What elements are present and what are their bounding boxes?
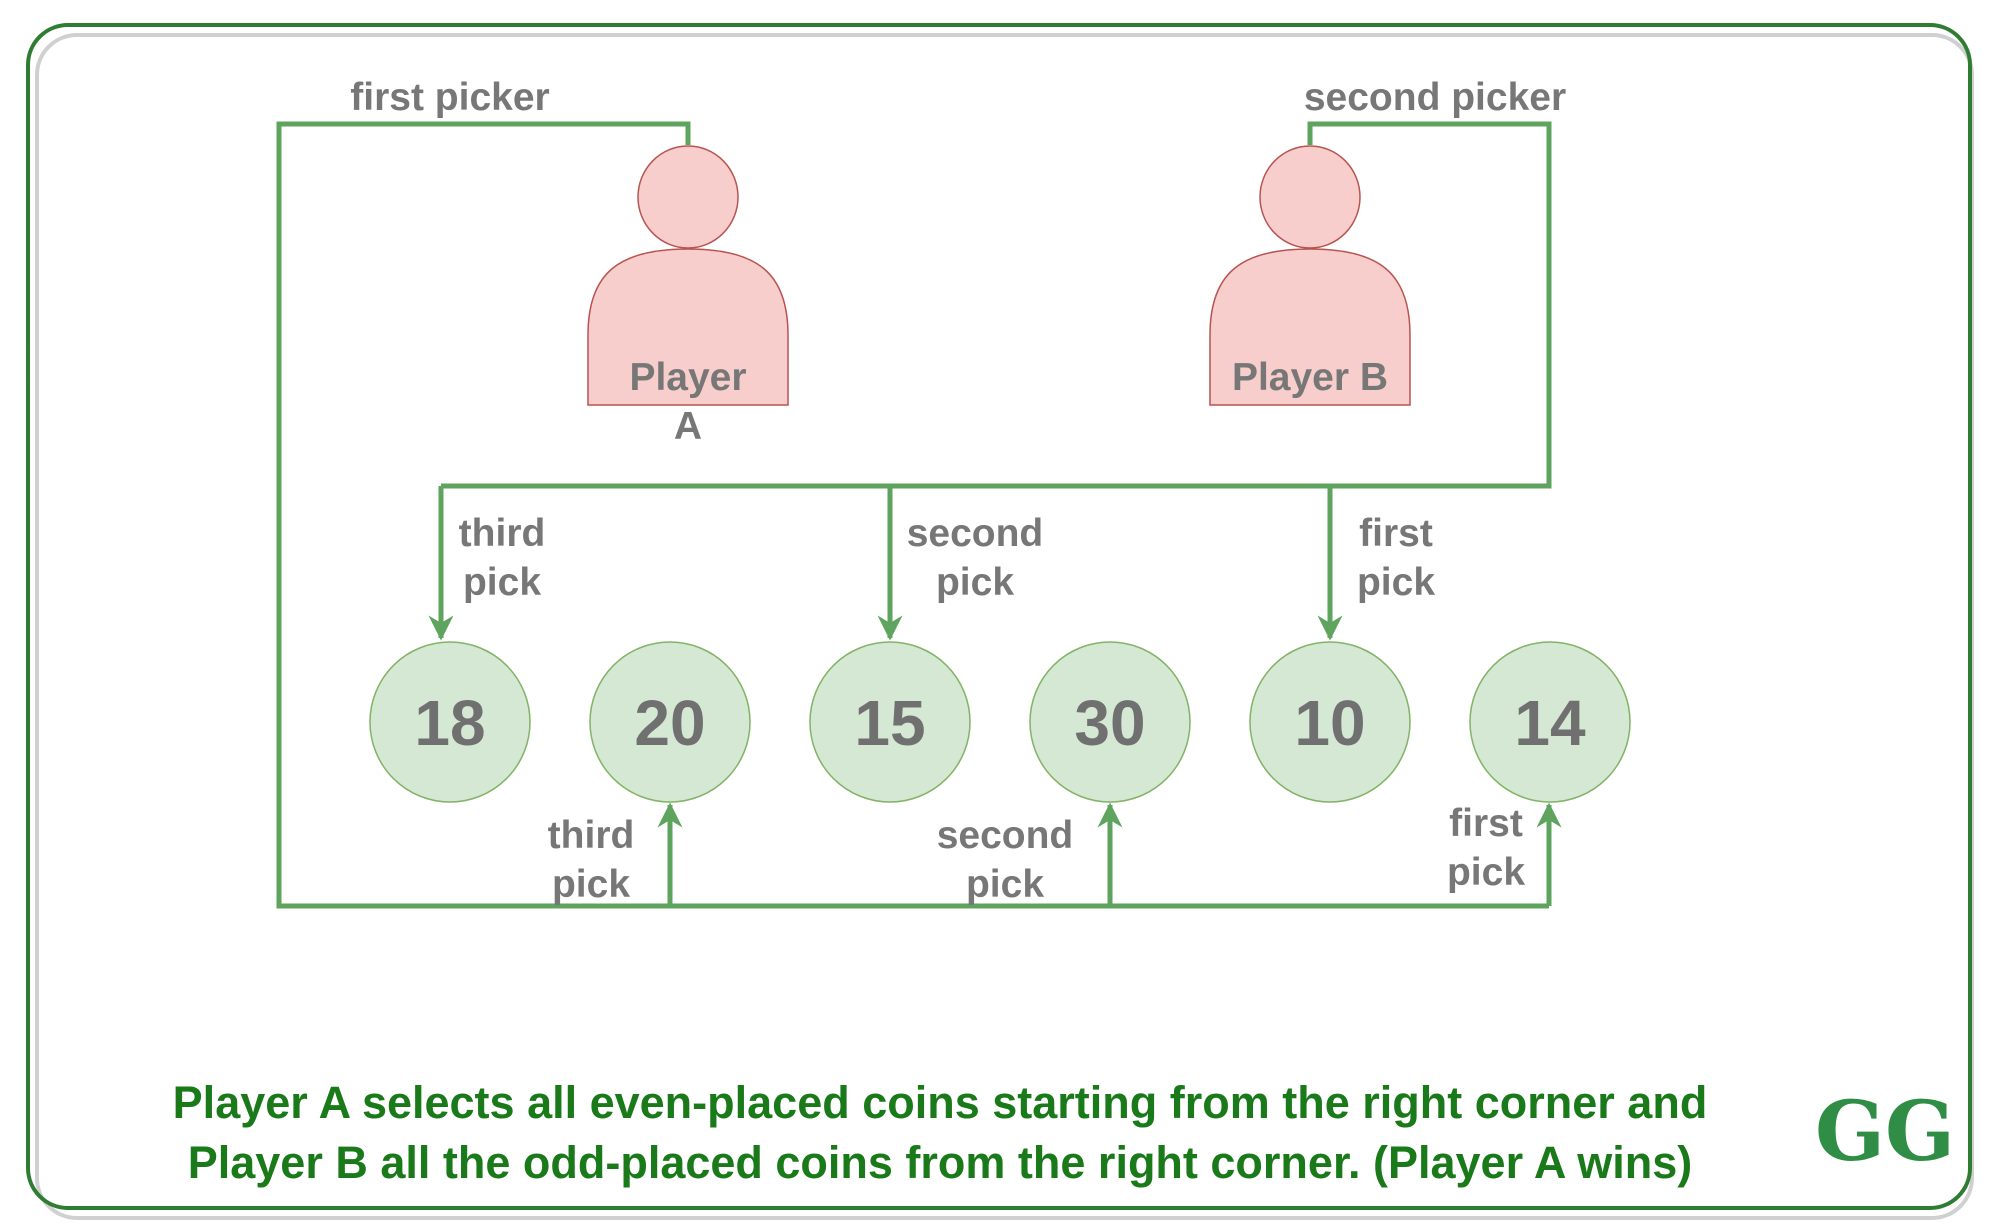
coin: 14	[1469, 641, 1631, 803]
a-third-pick-line2: pick	[552, 863, 630, 906]
coin-circle	[589, 641, 751, 803]
b-third-pick-line1: third	[459, 512, 546, 555]
a-second-pick-line2: pick	[966, 863, 1044, 906]
coin-circle	[369, 641, 531, 803]
player-a-path	[276, 121, 1549, 909]
first-picker-label: first picker	[350, 76, 549, 119]
b-second-pick-line2: pick	[936, 561, 1014, 604]
player-a-body	[587, 248, 789, 406]
coin-value: 10	[1294, 687, 1365, 759]
b-second-pick-line1: second	[907, 512, 1044, 555]
coin-value: 20	[634, 687, 705, 759]
coin: 15	[809, 641, 971, 803]
player-b-head	[1259, 145, 1361, 249]
coin: 10	[1249, 641, 1411, 803]
coin-circle	[1029, 641, 1191, 803]
b-first-pick-line1: first	[1359, 512, 1433, 555]
b-first-pick-line2: pick	[1357, 561, 1435, 604]
caption-line1: Player A selects all even-placed coins s…	[173, 1077, 1708, 1128]
a-third-pick-line1: third	[548, 814, 635, 857]
coin-value: 18	[414, 687, 485, 759]
a-first-pick-line2: pick	[1447, 851, 1525, 894]
player-a-name-line2: A	[674, 405, 702, 448]
coin-row: 18 20 15 30 10 14	[369, 641, 1631, 803]
player-a-connectors	[276, 121, 1562, 909]
player-a-figure: Player A	[587, 145, 789, 448]
caption-line2: Player B all the odd-placed coins from t…	[188, 1137, 1693, 1188]
b-third-pick-line2: pick	[463, 561, 541, 604]
a-first-pick-line1: first	[1449, 802, 1523, 845]
second-picker-label: second picker	[1304, 76, 1566, 119]
coin: 30	[1029, 641, 1191, 803]
coin: 20	[589, 641, 751, 803]
coin-circle	[809, 641, 971, 803]
player-b-connectors	[428, 121, 1552, 641]
frame-shadow	[35, 33, 1974, 1220]
player-b-name-line1: Player B	[1232, 356, 1388, 399]
frame-border	[26, 23, 1972, 1210]
player-b-body	[1209, 248, 1411, 406]
coin-value: 14	[1514, 687, 1586, 759]
coin-value: 15	[854, 687, 925, 759]
player-a-head	[637, 145, 739, 249]
coin-circle	[1249, 641, 1411, 803]
coin: 18	[369, 641, 531, 803]
geeksforgeeks-logo: GG	[1815, 1084, 1955, 1180]
player-b-path	[441, 121, 1552, 489]
player-b-figure: Player B	[1209, 145, 1411, 406]
coin-value: 30	[1074, 687, 1145, 759]
player-a-name-line1: Player	[629, 356, 746, 399]
coin-circle	[1469, 641, 1631, 803]
a-second-pick-line1: second	[937, 814, 1074, 857]
